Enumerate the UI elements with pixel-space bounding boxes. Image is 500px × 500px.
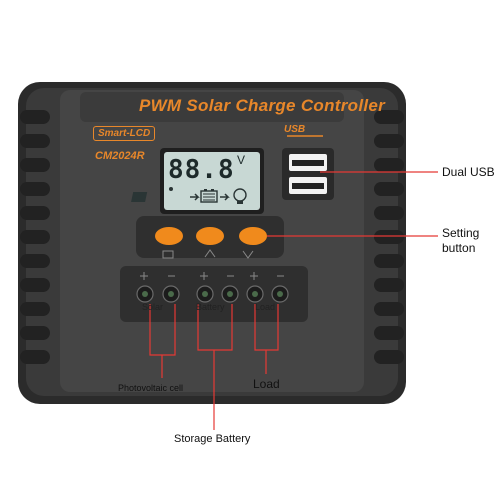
callout-dual-usb: Dual USB xyxy=(442,165,495,179)
callout-lines xyxy=(149,171,438,430)
menu-icon xyxy=(162,250,174,259)
usb-ports xyxy=(282,135,334,200)
bulb-icon xyxy=(233,188,247,204)
terminal-block xyxy=(120,266,308,322)
down-arrow-icon xyxy=(242,250,254,259)
terminal-label-load: Load xyxy=(255,302,276,312)
callout-button: button xyxy=(442,241,476,255)
smart-lcd-badge: Smart-LCD xyxy=(93,126,156,141)
up-button[interactable] xyxy=(196,227,224,245)
callout-setting: Setting xyxy=(442,226,480,240)
solar-panel-icon xyxy=(131,187,173,202)
lcd-readout: 88.8 xyxy=(168,155,235,185)
terminal-label-battery: Battery xyxy=(196,302,225,312)
lcd-screen xyxy=(131,148,264,214)
down-button[interactable] xyxy=(239,227,267,245)
model-number: CM2024R xyxy=(95,150,145,162)
arrow-icon xyxy=(220,193,230,201)
button-panel xyxy=(136,216,284,259)
lcd-unit: V xyxy=(237,153,246,167)
callout-storage-battery: Storage Battery xyxy=(174,433,251,445)
menu-button[interactable] xyxy=(155,227,183,245)
arrow-icon xyxy=(190,193,200,201)
terminal-label-solar: Solar xyxy=(142,302,164,312)
callout-photovoltaic: Photovoltaic cell xyxy=(118,383,184,393)
device-title: PWM Solar Charge Controller xyxy=(138,96,386,115)
usb-mark: USB xyxy=(284,124,306,135)
up-arrow-icon xyxy=(204,249,216,258)
callout-load: Load xyxy=(253,377,280,391)
battery-icon xyxy=(200,189,218,203)
